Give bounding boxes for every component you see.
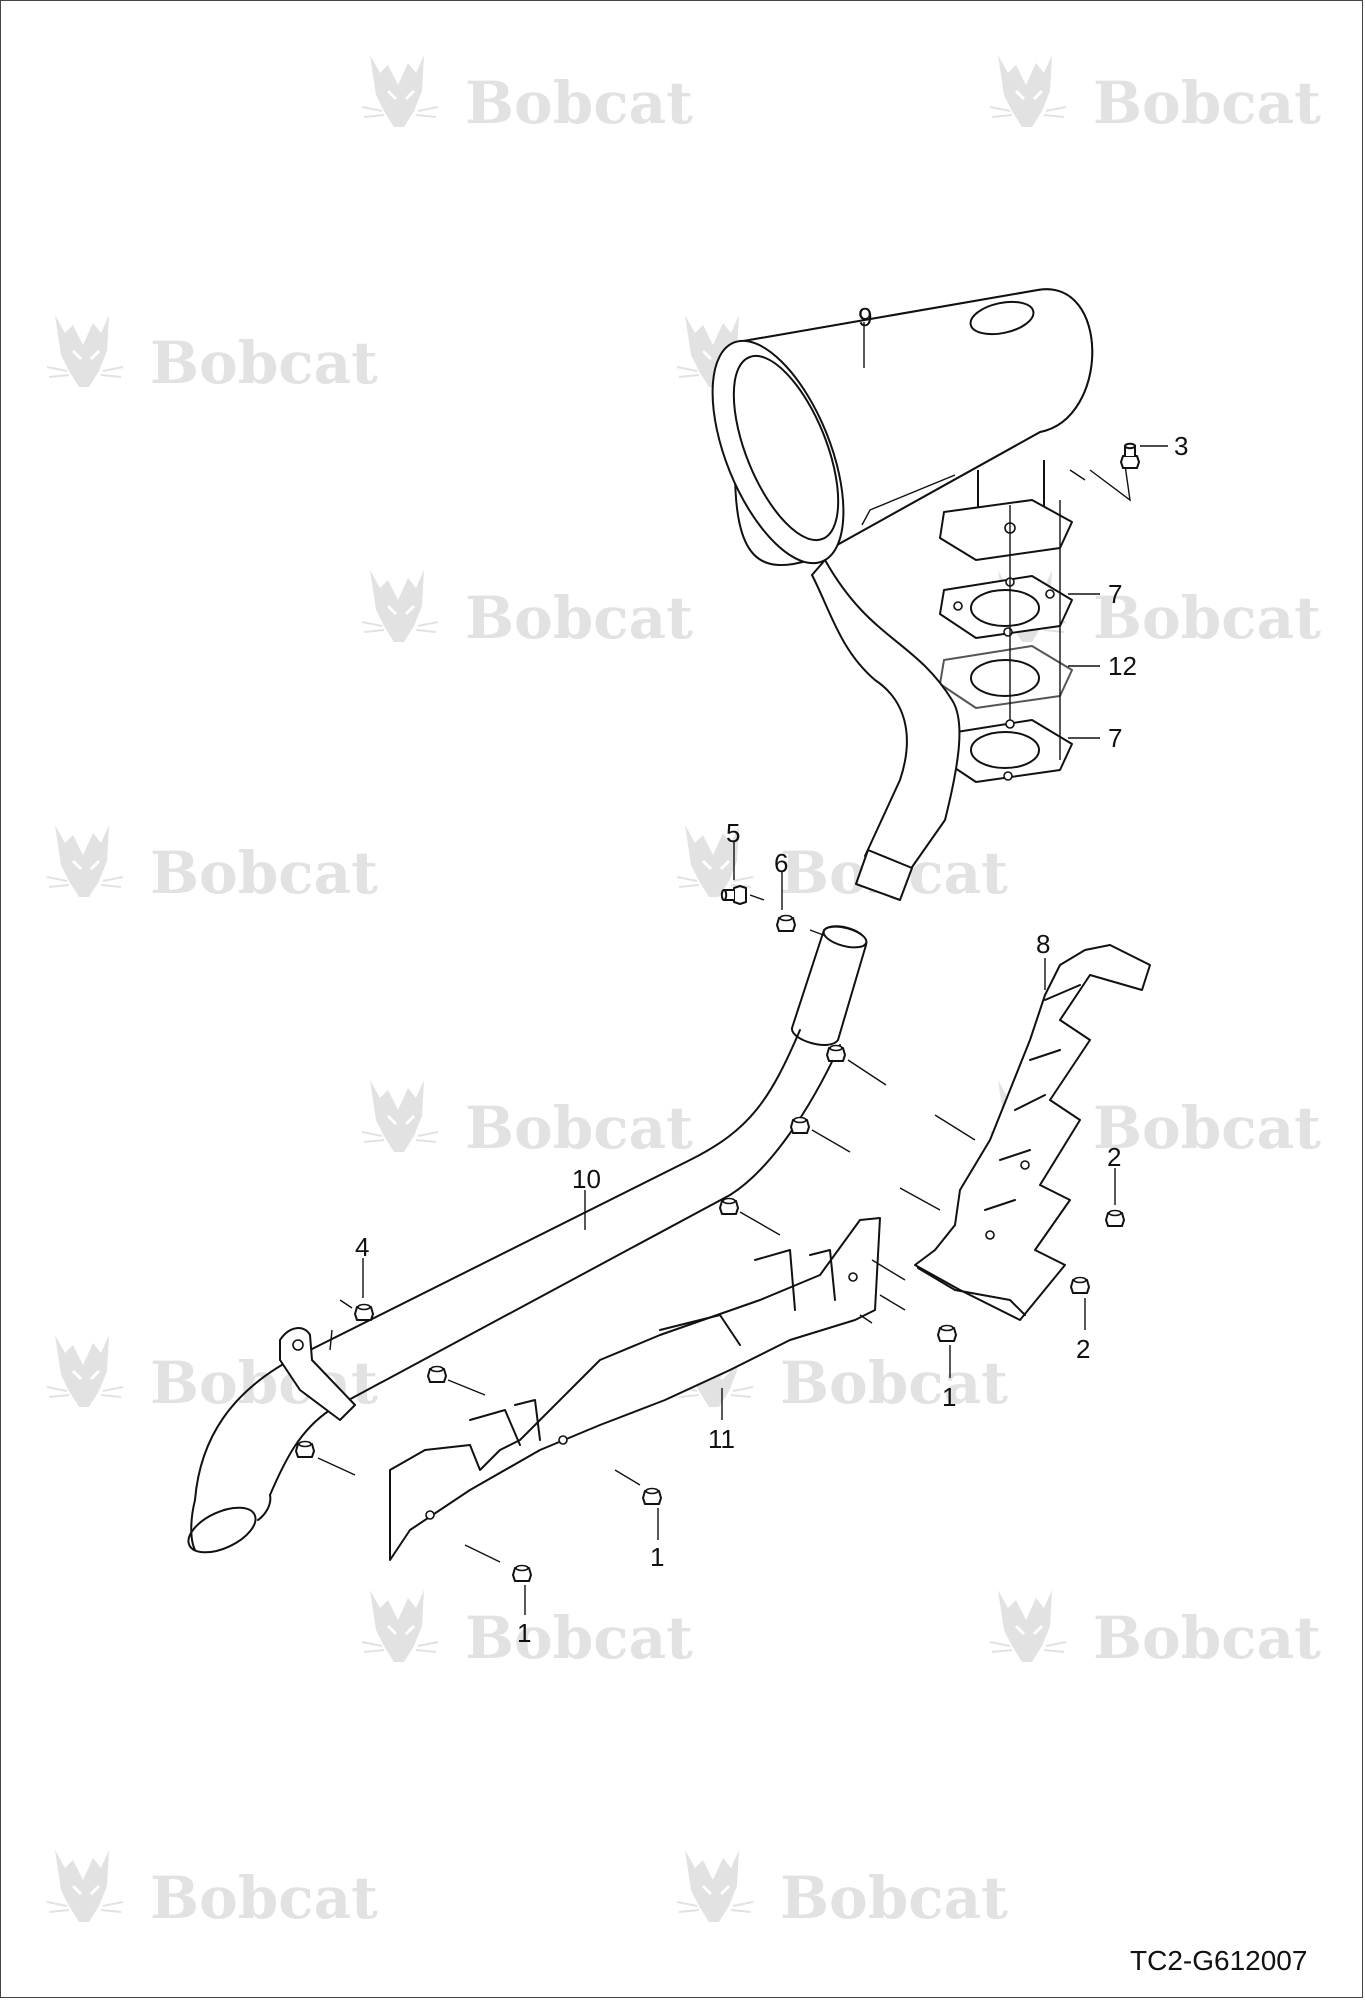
tail-pipe	[811, 559, 961, 901]
callout-c1a: 1	[942, 1382, 956, 1412]
watermark-brand: Bobcat	[150, 839, 378, 907]
watermark-reg: ®	[672, 625, 683, 641]
watermark-reg: ®	[672, 110, 683, 126]
watermark-reg: ®	[1300, 110, 1311, 126]
watermark-reg: ®	[357, 880, 368, 896]
watermark-5: Bobcat®	[360, 568, 693, 652]
callout-c2a: 2	[1107, 1142, 1121, 1172]
watermark-reg: ®	[1300, 1135, 1311, 1151]
watermark-6: Bobcat®	[988, 568, 1321, 652]
watermark-brand: Bobcat	[1093, 1604, 1321, 1672]
callout-c2b: 2	[1076, 1334, 1090, 1364]
spacer-4	[427, 1365, 447, 1383]
watermark-brand: Bobcat	[465, 1604, 693, 1672]
watermark-reg: ®	[672, 1135, 683, 1151]
spacer-5	[295, 1440, 315, 1458]
bobcat-logo-icon	[360, 53, 440, 129]
callout-c9: 9	[858, 302, 872, 332]
watermark-2: Bobcat®	[988, 53, 1321, 137]
watermark-reg: ®	[987, 880, 998, 896]
bolt-part-2-lower	[1070, 1276, 1090, 1294]
bobcat-logo-icon	[45, 313, 125, 389]
bobcat-logo-icon	[45, 823, 125, 899]
bolt-part-1-left	[512, 1564, 532, 1582]
spacer-1	[826, 1044, 846, 1062]
watermark-3: Bobcat®	[45, 313, 378, 397]
watermark-1: Bobcat®	[360, 53, 693, 137]
callout-c6: 6	[774, 848, 788, 878]
watermark-brand: Bobcat	[465, 1094, 693, 1162]
callout-c7b: 7	[1108, 723, 1122, 753]
bobcat-logo-icon	[988, 53, 1068, 129]
watermark-brand: Bobcat	[150, 1864, 378, 1932]
watermark-brand: Bobcat	[465, 69, 693, 137]
callout-c12: 12	[1108, 651, 1137, 681]
watermark-brand: Bobcat	[780, 1349, 1008, 1417]
bobcat-logo-icon	[360, 1078, 440, 1154]
drawing-code: TC2-G612007	[1130, 1945, 1307, 1976]
watermark-reg: ®	[672, 1645, 683, 1661]
watermark-layer: Bobcat®Bobcat®Bobcat®Bobcat®Bobcat®Bobca…	[45, 53, 1321, 1932]
bolt-part-4	[354, 1303, 374, 1321]
watermark-7: Bobcat®	[45, 823, 378, 907]
callout-c3: 3	[1174, 431, 1188, 461]
callout-c8: 8	[1036, 929, 1050, 959]
heat-shield-part-8	[914, 944, 1151, 1321]
watermark-reg: ®	[357, 370, 368, 386]
watermark-reg: ®	[987, 1905, 998, 1921]
callout-c5: 5	[726, 818, 740, 848]
bobcat-logo-icon	[45, 1848, 125, 1924]
muffler-part-9	[711, 288, 1094, 567]
callout-c1c: 1	[517, 1618, 531, 1648]
bobcat-logo-icon	[988, 1588, 1068, 1664]
watermark-reg: ®	[1300, 625, 1311, 641]
callout-c11: 11	[708, 1424, 735, 1454]
bolt-part-1-center	[642, 1487, 662, 1505]
watermark-reg: ®	[1300, 1645, 1311, 1661]
watermark-10: Bobcat®	[988, 1078, 1321, 1162]
adapter-part-12	[939, 645, 1073, 709]
bobcat-logo-icon	[360, 568, 440, 644]
watermark-brand: Bobcat	[150, 329, 378, 397]
watermark-16: Bobcat®	[675, 1848, 1008, 1932]
bobcat-logo-icon	[45, 1333, 125, 1409]
bolt-part-1-right	[937, 1324, 957, 1342]
bobcat-logo-icon	[360, 1588, 440, 1664]
bolt-part-3	[1120, 442, 1140, 469]
callout-c7a: 7	[1108, 579, 1122, 609]
callout-c1b: 1	[650, 1542, 664, 1572]
watermark-brand: Bobcat	[780, 1864, 1008, 1932]
watermark-reg: ®	[357, 1905, 368, 1921]
spacer-3	[719, 1197, 739, 1215]
watermark-15: Bobcat®	[45, 1848, 378, 1932]
watermark-reg: ®	[357, 1390, 368, 1406]
watermark-reg: ®	[987, 1390, 998, 1406]
exhaust-pipe-part-10	[187, 925, 868, 1554]
watermark-brand: Bobcat	[1093, 69, 1321, 137]
watermark-9: Bobcat®	[360, 1078, 693, 1162]
heat-shield-part-11	[389, 1217, 881, 1561]
watermark-brand: Bobcat	[1093, 1094, 1321, 1162]
gasket-part-7-lower	[939, 719, 1073, 783]
watermark-14: Bobcat®	[988, 1588, 1321, 1672]
bolt-part-2-upper	[1105, 1209, 1125, 1227]
callout-c10: 10	[572, 1164, 601, 1194]
watermark-brand: Bobcat	[465, 584, 693, 652]
watermark-12: Bobcat®	[675, 1333, 1008, 1417]
watermark-13: Bobcat®	[360, 1588, 693, 1672]
spacer-2	[790, 1116, 810, 1134]
nut-part-6	[776, 914, 796, 932]
callout-c4: 4	[355, 1232, 369, 1262]
bobcat-logo-icon	[675, 1848, 755, 1924]
watermark-brand: Bobcat	[1093, 584, 1321, 652]
gasket-part-7-upper	[939, 575, 1073, 639]
